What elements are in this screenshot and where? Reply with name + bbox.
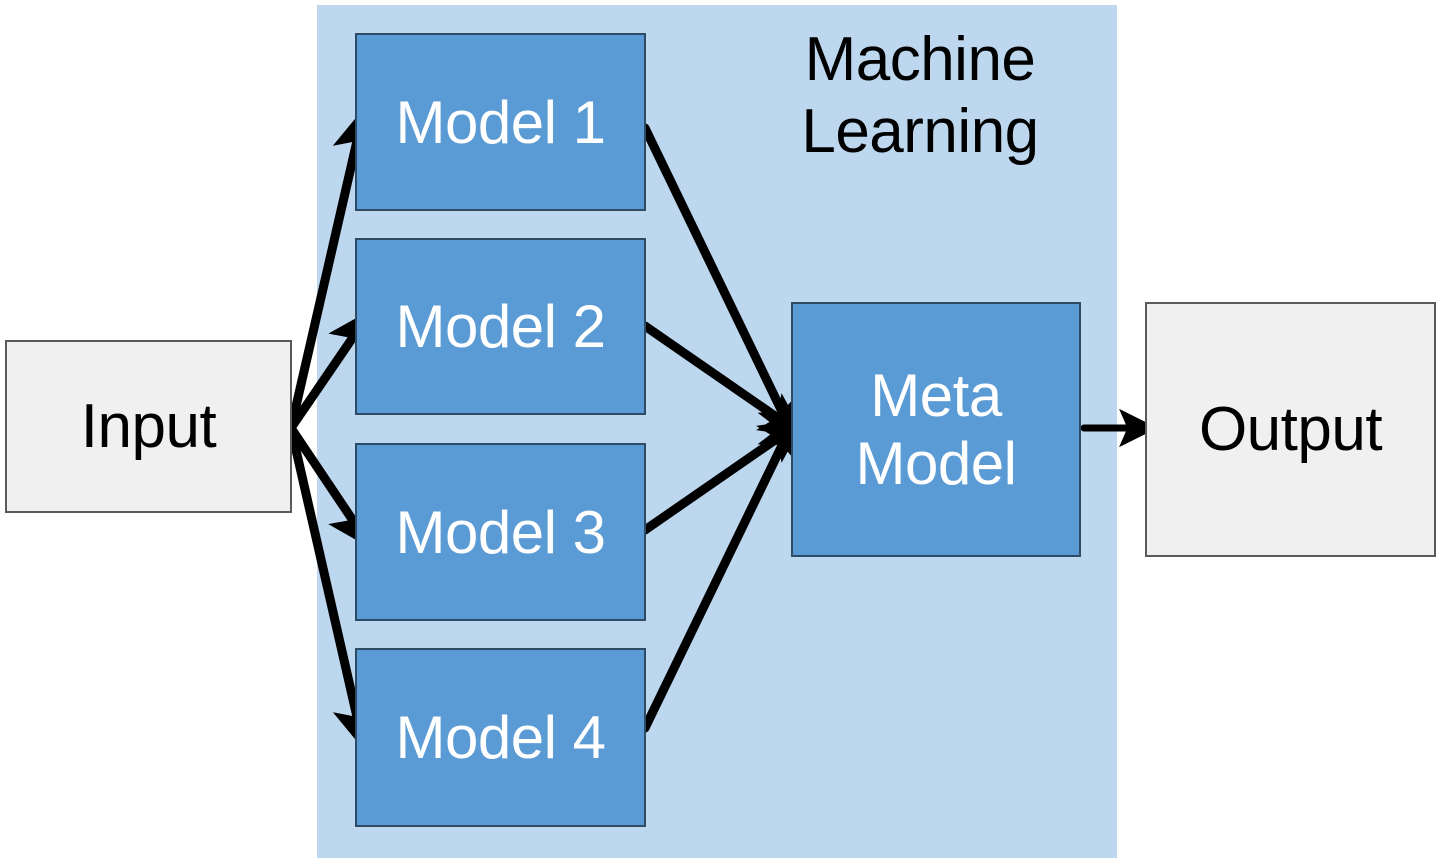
node-model-2-label: Model 2 <box>395 293 606 360</box>
node-input-label: Input <box>80 392 217 461</box>
node-model-4-label: Model 4 <box>395 704 606 771</box>
machine-learning-label: Machine Learning <box>801 25 1039 166</box>
node-model-2[interactable]: Model 2 <box>355 238 646 415</box>
node-output-label: Output <box>1198 395 1383 464</box>
node-input[interactable]: Input <box>5 340 292 513</box>
node-model-1[interactable]: Model 1 <box>355 33 646 211</box>
node-meta-model-label: Meta Model <box>855 361 1017 497</box>
node-output[interactable]: Output <box>1145 302 1436 557</box>
node-model-3-label: Model 3 <box>395 498 606 566</box>
node-model-1-label: Model 1 <box>395 88 606 156</box>
node-model-4[interactable]: Model 4 <box>355 648 646 827</box>
node-model-3[interactable]: Model 3 <box>355 443 646 621</box>
node-meta-model[interactable]: Meta Model <box>791 302 1081 557</box>
